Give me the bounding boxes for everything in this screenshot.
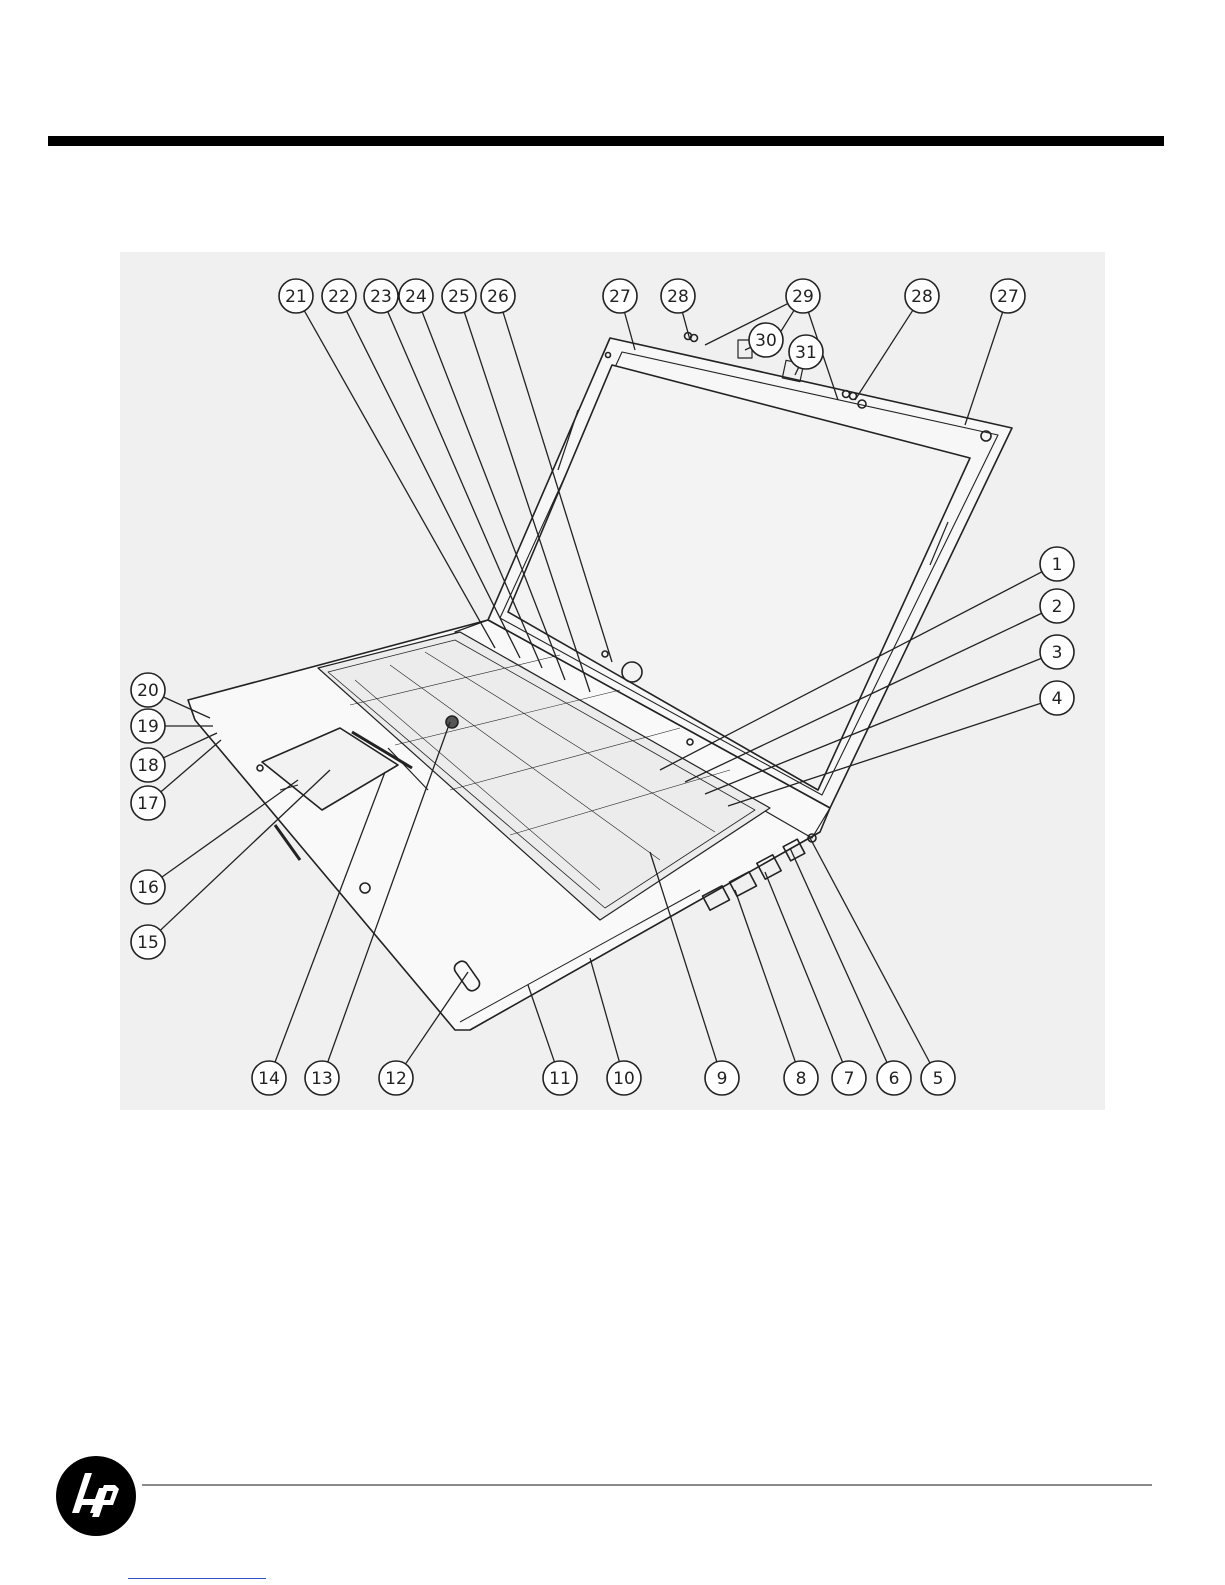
callout-label: 3 (1052, 643, 1063, 663)
callout-label: 13 (311, 1069, 333, 1089)
callout-label: 4 (1052, 689, 1063, 709)
callout-label: 11 (549, 1069, 571, 1089)
callout-label: 29 (792, 287, 814, 307)
callout-22: 22 (322, 279, 356, 313)
callout-16: 16 (131, 870, 165, 904)
callout-label: 17 (137, 794, 159, 814)
callout-label: 19 (137, 717, 159, 737)
callout-13: 13 (305, 1061, 339, 1095)
callout-26: 26 (481, 279, 515, 313)
leader-line-27 (965, 312, 1003, 425)
callout-10: 10 (607, 1061, 641, 1095)
callout-19: 19 (131, 709, 165, 743)
callout-25: 25 (442, 279, 476, 313)
callout-label: 26 (487, 287, 509, 307)
callout-label: 1 (1052, 555, 1063, 575)
callout-label: 9 (717, 1069, 728, 1089)
leader-line-21 (304, 311, 495, 648)
callout-3: 3 (1040, 635, 1074, 669)
callout-15: 15 (131, 925, 165, 959)
leader-line-17 (161, 740, 221, 792)
callout-4: 4 (1040, 681, 1074, 715)
callout-12: 12 (379, 1061, 413, 1095)
callout-label: 15 (137, 933, 159, 953)
callout-5: 5 (921, 1061, 955, 1095)
callout-label: 10 (613, 1069, 635, 1089)
callout-1: 1 (1040, 547, 1074, 581)
callout-label: 27 (997, 287, 1019, 307)
leader-line-11 (528, 985, 554, 1062)
callout-9: 9 (705, 1061, 739, 1095)
callout-8: 8 (784, 1061, 818, 1095)
callout-18: 18 (131, 748, 165, 782)
callout-label: 23 (370, 287, 392, 307)
callout-20: 20 (131, 673, 165, 707)
footer-rule (142, 1484, 1152, 1486)
callout-label: 16 (137, 878, 159, 898)
callout-27: 27 (603, 279, 637, 313)
callout-label: 14 (258, 1069, 280, 1089)
callout-label: 27 (609, 287, 631, 307)
callout-31: 31 (789, 335, 823, 369)
callout-28: 28 (905, 279, 939, 313)
callout-6: 6 (877, 1061, 911, 1095)
leader-line-28 (682, 312, 690, 340)
callout-23: 23 (364, 279, 398, 313)
leader-line-5 (810, 838, 930, 1063)
leader-line-28 (855, 310, 913, 400)
callout-11: 11 (543, 1061, 577, 1095)
callout-29: 29 (786, 279, 820, 313)
leader-line-7 (765, 872, 843, 1062)
callout-2: 2 (1040, 589, 1074, 623)
leader-line-8 (735, 890, 795, 1062)
callout-14: 14 (252, 1061, 286, 1095)
callout-label: 8 (796, 1069, 807, 1089)
leader-line-22 (347, 311, 520, 658)
callout-label: 30 (755, 331, 777, 351)
callout-17: 17 (131, 786, 165, 820)
callout-label: 2 (1052, 597, 1063, 617)
leader-line-18 (163, 733, 217, 758)
leader-line-31 (795, 367, 799, 375)
callout-28: 28 (661, 279, 695, 313)
callout-7: 7 (832, 1061, 866, 1095)
callout-label: 21 (285, 287, 307, 307)
callout-label: 7 (844, 1069, 855, 1089)
callout-label: 22 (328, 287, 350, 307)
callout-27: 27 (991, 279, 1025, 313)
callout-label: 12 (385, 1069, 407, 1089)
callout-label: 31 (795, 343, 817, 363)
callout-label: 24 (405, 287, 427, 307)
leader-line-30 (745, 347, 751, 350)
callout-label: 5 (933, 1069, 944, 1089)
callout-21: 21 (279, 279, 313, 313)
callout-label: 28 (667, 287, 689, 307)
callout-label: 6 (889, 1069, 900, 1089)
callout-30: 30 (749, 323, 783, 357)
hp-logo (55, 1455, 137, 1537)
callout-label: 20 (137, 681, 159, 701)
callout-label: 28 (911, 287, 933, 307)
callout-24: 24 (399, 279, 433, 313)
callout-label: 18 (137, 756, 159, 776)
leader-line-10 (590, 958, 619, 1062)
callout-label: 25 (448, 287, 470, 307)
footer-link-underline[interactable] (128, 1578, 266, 1579)
laptop-illustration (188, 333, 1012, 1031)
